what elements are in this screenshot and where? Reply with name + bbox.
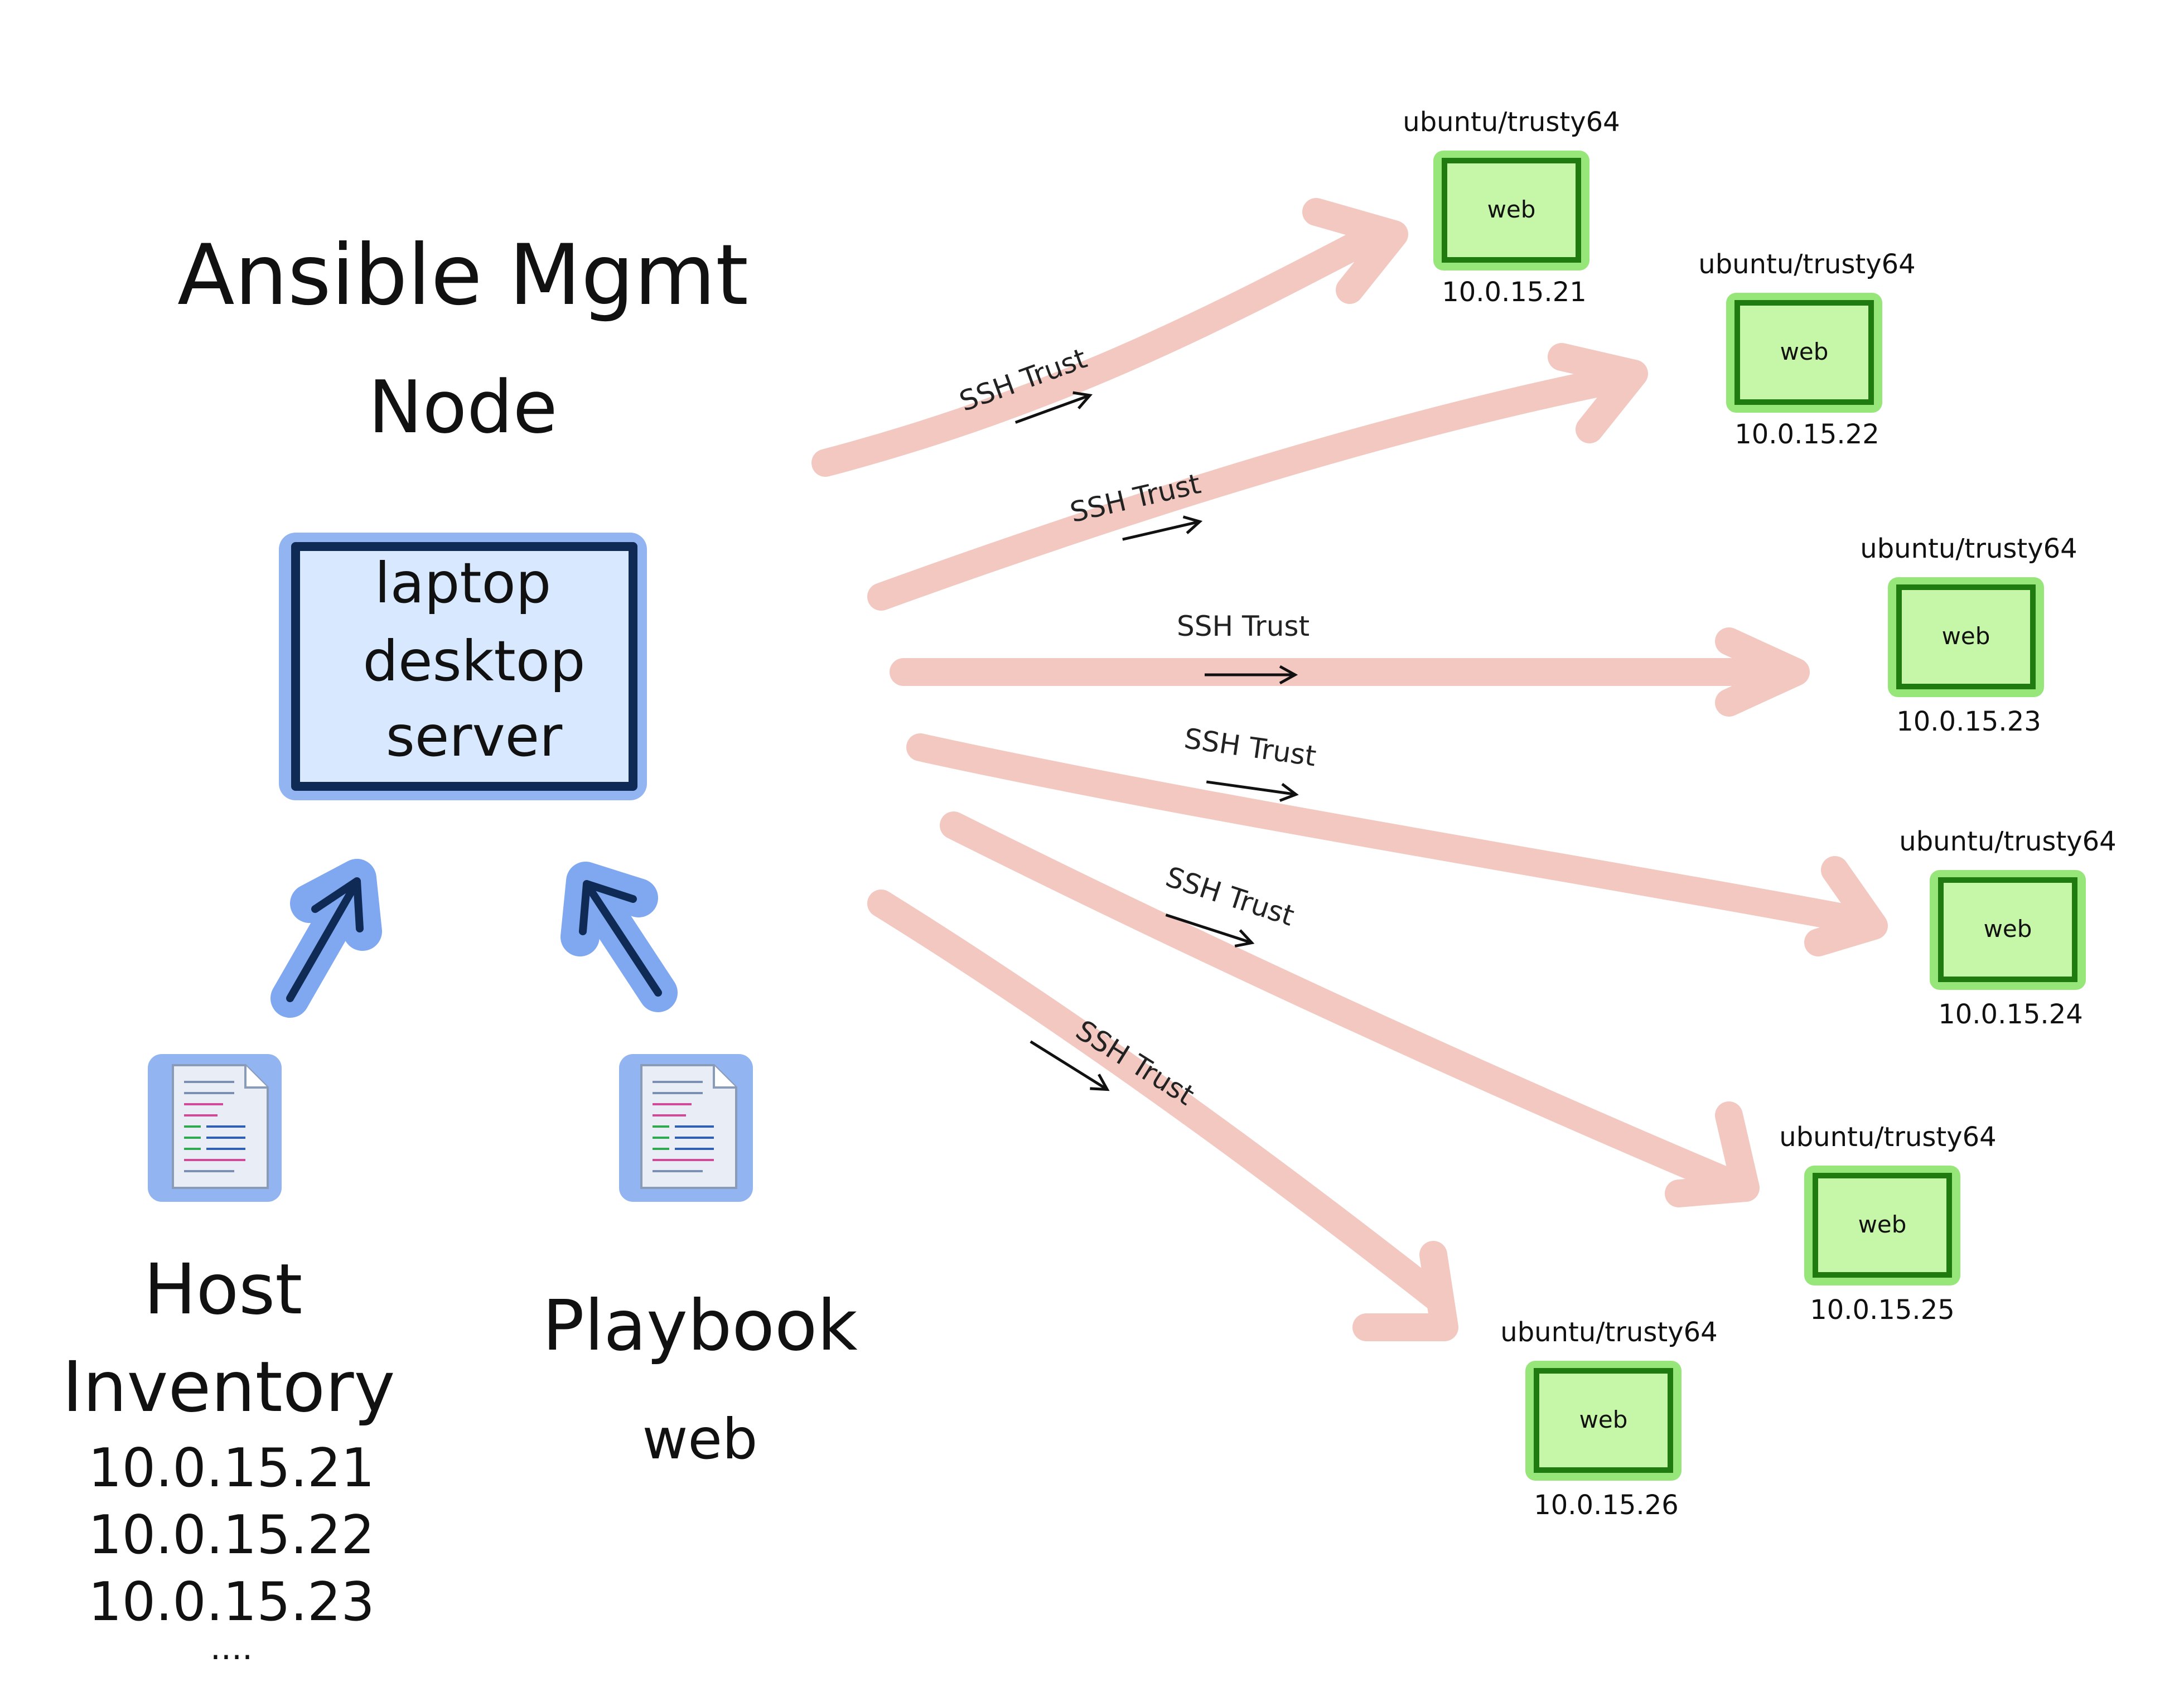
small-arrow-icon-5 (1165, 914, 1255, 948)
ssh-trust-label-3: SSH Trust (1177, 610, 1310, 642)
mgmt-node-box: laptop desktop server (279, 533, 647, 800)
ssh-arrow-5 (940, 811, 1760, 1207)
mgmt-node-title-line1: Ansible Mgmt (177, 227, 748, 324)
host-node-5: ubuntu/trusty64 web 10.0.15.25 (1779, 1122, 1996, 1326)
inventory-entry-1: 10.0.15.21 (88, 1438, 375, 1499)
host-role-label: web (1487, 196, 1536, 223)
host-ip-label: 10.0.15.23 (1896, 706, 2041, 737)
host-node-3: ubuntu/trusty64 web 10.0.15.23 (1860, 533, 2077, 737)
host-os-label: ubuntu/trusty64 (1860, 533, 2077, 564)
host-node-1: ubuntu/trusty64 web 10.0.15.21 (1403, 107, 1620, 308)
host-node-4: ubuntu/trusty64 web 10.0.15.24 (1899, 826, 2116, 1030)
small-arrow-icon-2 (1122, 515, 1203, 541)
inventory-entry-2: 10.0.15.22 (88, 1505, 375, 1566)
small-arrow-icon-6 (1030, 1040, 1110, 1091)
small-arrow-icon-1 (1014, 391, 1093, 424)
inventory-entry-more: .... (210, 1628, 253, 1668)
host-os-label: ubuntu/trusty64 (1899, 826, 2116, 857)
playbook-up-arrow (561, 862, 678, 1012)
ssh-trust-label-6: SSH Trust (1070, 1014, 1200, 1111)
ssh-trust-label-4: SSH Trust (1182, 722, 1318, 773)
host-role-label: web (1858, 1211, 1907, 1238)
small-arrow-icon-3 (1205, 665, 1298, 685)
playbook-document-icon (619, 1054, 753, 1202)
host-role-label: web (1579, 1406, 1628, 1433)
mgmt-node-line-desktop: desktop (363, 629, 586, 694)
host-role-label: web (1942, 622, 1990, 650)
host-os-label: ubuntu/trusty64 (1698, 249, 1915, 280)
host-node-6: ubuntu/trusty64 web 10.0.15.26 (1500, 1317, 1717, 1521)
small-arrow-icon-4 (1206, 780, 1299, 802)
inventory-title-line1: Host (144, 1249, 303, 1330)
mgmt-node-line-laptop: laptop (375, 550, 551, 616)
mgmt-node-line-server: server (386, 704, 563, 769)
playbook-title: Playbook (542, 1285, 858, 1366)
host-ip-label: 10.0.15.24 (1938, 999, 2083, 1030)
ssh-arrow-2 (867, 343, 1648, 611)
ssh-arrow-4 (906, 733, 1888, 956)
host-ip-label: 10.0.15.22 (1734, 419, 1879, 450)
inventory-document-icon (148, 1054, 282, 1202)
host-ip-label: 10.0.15.25 (1810, 1294, 1955, 1326)
host-ip-label: 10.0.15.26 (1534, 1490, 1679, 1521)
host-role-label: web (1780, 338, 1829, 365)
ssh-arrow-6 (867, 890, 1458, 1341)
host-os-label: ubuntu/trusty64 (1779, 1122, 1996, 1153)
host-ip-label: 10.0.15.21 (1442, 277, 1587, 308)
inventory-entry-3: 10.0.15.23 (88, 1572, 375, 1633)
ssh-arrows (811, 198, 1888, 1341)
host-node-2: ubuntu/trusty64 web 10.0.15.22 (1698, 249, 1915, 450)
inventory-title-line2: Inventory (62, 1347, 395, 1428)
playbook-subtitle: web (642, 1406, 758, 1472)
host-os-label: ubuntu/trusty64 (1403, 107, 1620, 138)
inventory-up-arrow (270, 859, 382, 1018)
ssh-label-group-3: SSH Trust (1177, 610, 1310, 685)
ssh-arrow-3 (890, 627, 1810, 717)
mgmt-node-title-line2: Node (368, 365, 557, 450)
host-role-label: web (1984, 915, 2032, 942)
host-os-label: ubuntu/trusty64 (1500, 1317, 1717, 1348)
ssh-label-group-2: SSH Trust (1067, 467, 1204, 541)
ssh-arrow-1 (811, 198, 1408, 477)
